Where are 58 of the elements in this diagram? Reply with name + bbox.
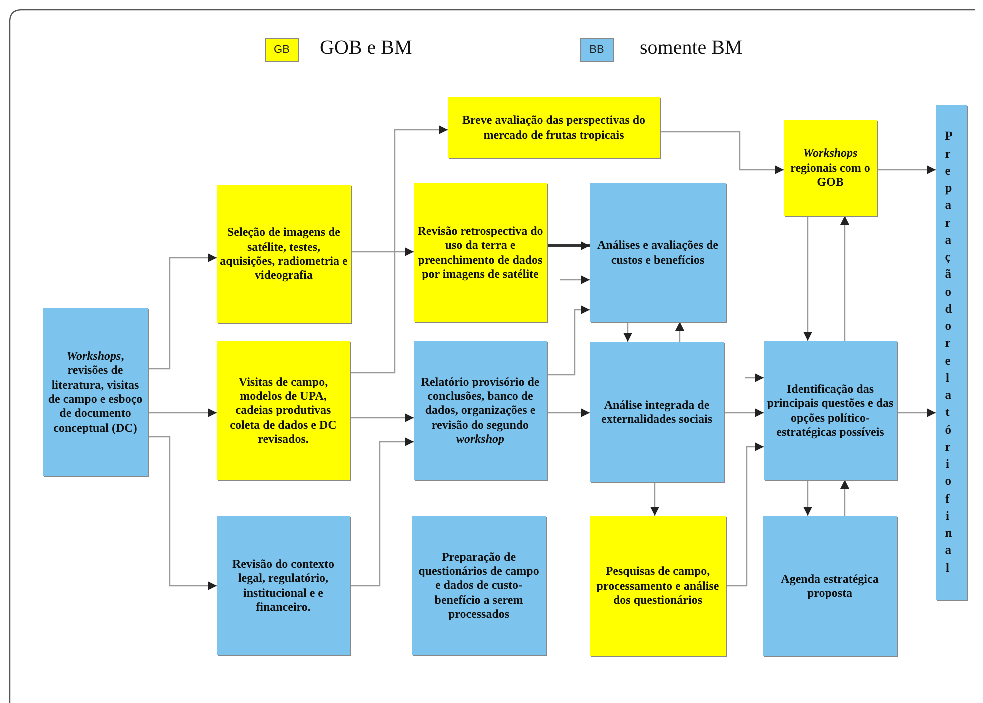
process-box [590,183,726,322]
box-text: Breve avaliação das perspectivas do mercado de frutas tropicais [461,113,647,142]
box-text: Revisão do contexto legal, regulatório, institucional e e financeiro. [232,556,336,614]
process-box [43,308,148,476]
arrow [547,306,590,376]
arrow [897,408,936,418]
arrow [724,408,764,418]
process-box [217,516,350,655]
process-box [412,516,546,655]
process-box [448,97,660,158]
box-text: Análises e avaliações de custos e benefícios [596,238,720,267]
process-box [764,341,897,480]
box-text: Workshops regionais com o GOB [790,146,872,190]
vertical-process-bar [936,105,967,600]
box-text: Relatório provisório de conclusões, banco de dados, organizações e revisão do segundo workshop [420,374,541,446]
process-box [414,341,547,480]
arrow [351,248,414,256]
arrow [877,166,936,174]
arrow [350,414,414,422]
arrow [350,438,414,587]
arrow [804,216,812,341]
arrow [676,322,684,342]
box-text: Identificação das principais questões e das opções político-estratégicas possíveis [767,382,894,440]
box-text: Análise integrada de externalidades sociais [600,398,714,426]
arrow [804,480,812,516]
arrow [547,242,590,250]
process-box [784,120,877,216]
box-text: Seleção de imagens de satélite, testes, aquisições, radiometria e videografia [220,225,348,283]
legend-label: somente BM [640,37,743,60]
process-box [217,341,350,480]
box-text: Preparação de questionários de campo e dados de custo-benefício a serem processados [418,550,540,622]
box-text: Workshops, revisões de literatura, visitas de campo e esboço de documento conceptual (DC) [47,348,144,436]
swatch-code: BB [590,44,604,56]
box-text: Preparação do relatório final [945,128,958,576]
arrow [840,216,850,341]
legend-label: GOB e BM [320,37,412,60]
arrow [560,276,590,284]
arrow [350,126,448,374]
box-text: Revisão retrospectiva do uso da terra e preenchimento de dados por imagens de satélite [417,224,544,282]
arrow [148,254,217,370]
process-box [414,183,547,322]
arrow [148,408,217,418]
arrow [840,480,850,516]
arrow [624,322,632,342]
box-text: Agenda estratégica proposta [780,572,880,600]
arrow [650,482,660,516]
process-box [590,342,724,482]
swatch-code: GB [274,44,290,56]
arrow [745,374,764,382]
arrow [660,131,784,174]
process-box [217,185,351,323]
process-box [590,516,726,656]
arrow [547,408,590,418]
arrow [148,436,217,590]
arrow [726,442,764,587]
box-text: Visitas de campo, modelos de UPA, cadeias produtivas coleta de dados e DC revisados. [229,374,338,446]
box-text: Pesquisas de campo, processamento e análise dos questionários [596,564,720,608]
process-box [763,516,897,656]
